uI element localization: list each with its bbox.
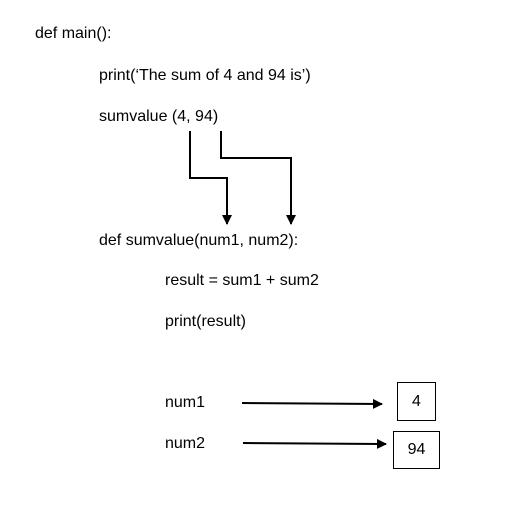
value-text-num2: 94 — [407, 441, 426, 458]
print-result-line: print(result) — [165, 313, 246, 330]
value-text-num1: 4 — [412, 392, 421, 410]
param-label-num1: num1 — [165, 394, 206, 411]
function-call-line: sumvalue (4, 94) — [99, 108, 219, 125]
result-assignment-line: result = sum1 + sum2 — [165, 272, 319, 289]
arg-4-connector-arrow — [189, 131, 232, 225]
num1-to-value-arrow — [241, 398, 383, 409]
param-label-num2: num2 — [165, 435, 206, 452]
num2-to-value-arrow — [242, 438, 387, 449]
function-definition-line: def sumvalue(num1, num2): — [99, 232, 299, 249]
print-statement-line: print(‘The sum of 4 and 94 is’) — [99, 67, 311, 84]
value-box-num1: 4 — [397, 382, 436, 421]
main-definition-line: def main(): — [35, 25, 112, 42]
arg-94-connector-arrow — [220, 131, 296, 225]
value-box-num2: 94 — [393, 431, 440, 469]
